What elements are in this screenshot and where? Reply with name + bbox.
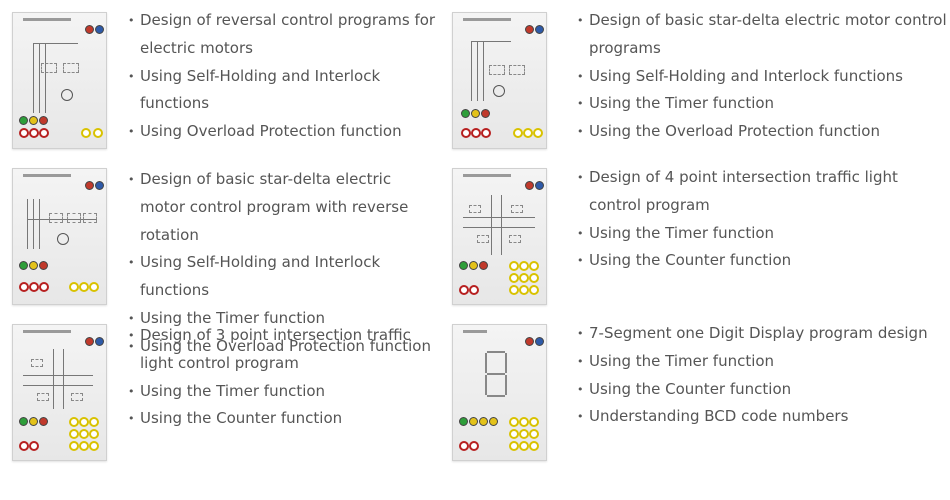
feature-list: Design of 3 point intersection traffic l…: [128, 322, 438, 433]
feature-item: Design of 3 point intersection traffic l…: [128, 322, 438, 378]
feature-item: Using the Overload Protection function: [577, 118, 947, 146]
feature-list: Design of basic star-delta electric moto…: [577, 7, 947, 146]
feature-item: Using Self-Holding and Interlock functio…: [128, 249, 438, 305]
feature-item: 7-Segment one Digit Display program desi…: [577, 320, 947, 348]
panel-image-traffic-light-1: [452, 168, 547, 305]
feature-item: Using the Timer function: [577, 348, 947, 376]
feature-item: Using Overload Protection function: [128, 118, 438, 146]
feature-item: Using Self-Holding and Interlock functio…: [577, 63, 947, 91]
feature-item: Design of 4 point intersection traffic l…: [577, 164, 947, 220]
feature-item: Using the Timer function: [577, 220, 947, 248]
panel-image-7-segment: [452, 324, 547, 461]
panel-image-traffic-light-2: [12, 324, 107, 461]
panel-image-reversing-control: [12, 12, 107, 149]
feature-item: Understanding BCD code numbers: [577, 403, 947, 431]
feature-list: 7-Segment one Digit Display program desi…: [577, 320, 947, 431]
feature-item: Using the Timer function: [128, 378, 438, 406]
feature-item: Using the Timer function: [577, 90, 947, 118]
feature-item: Design of reversal control programs for …: [128, 7, 438, 63]
panel-image-star-delta-control: [452, 12, 547, 149]
feature-list: Design of 4 point intersection traffic l…: [577, 164, 947, 275]
feature-list: Design of reversal control programs for …: [128, 7, 438, 146]
panel-image-reversing-star-delta: [12, 168, 107, 305]
feature-item: Design of basic star-delta electric moto…: [128, 166, 438, 249]
feature-item: Using the Counter function: [577, 376, 947, 404]
feature-item: Using Self-Holding and Interlock functio…: [128, 63, 438, 119]
feature-item: Design of basic star-delta electric moto…: [577, 7, 947, 63]
feature-item: Using the Counter function: [128, 405, 438, 433]
feature-item: Using the Counter function: [577, 247, 947, 275]
